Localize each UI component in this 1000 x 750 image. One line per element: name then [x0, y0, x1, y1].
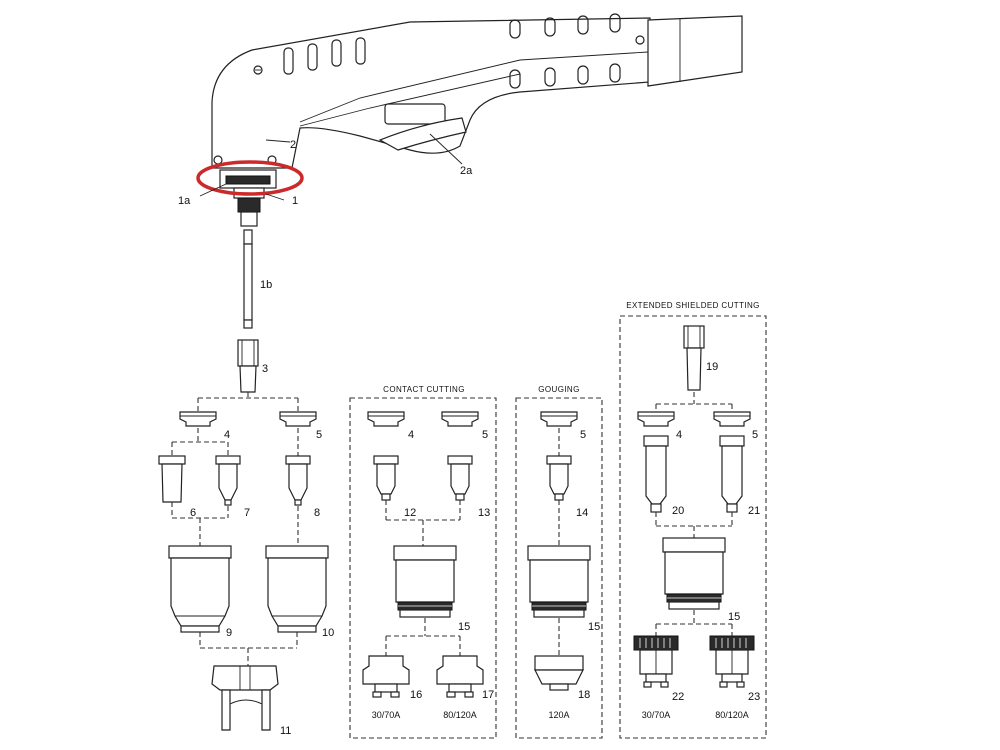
label-2a: 2a: [460, 165, 473, 177]
ext-tip-20: [643, 435, 669, 513]
label-11: 11: [280, 725, 291, 737]
part-labels: 1 1a 1b 2 2a 3 4 5 6 7 8 9 10 11 4 5 12 …: [178, 139, 760, 737]
label-e-4: 4: [676, 429, 682, 441]
extended-shielded-group: [619, 315, 767, 739]
label-18: 18: [578, 689, 590, 701]
ext-tip-21: [719, 435, 745, 513]
gouging-group: [515, 397, 603, 739]
amp-23: 80/120A: [715, 710, 749, 720]
label-e-15: 15: [728, 611, 740, 623]
label-3: 3: [262, 363, 268, 375]
label-13: 13: [478, 507, 490, 519]
leader-lines: [199, 133, 463, 201]
highlight-ring: [196, 160, 304, 196]
label-cc-15: 15: [458, 621, 470, 633]
label-20: 20: [672, 505, 684, 517]
label-10: 10: [322, 627, 334, 639]
label-main-5: 5: [316, 429, 322, 441]
label-g-15: 15: [588, 621, 600, 633]
section-title-extended-shielded: EXTENDED SHIELDED CUTTING: [626, 301, 760, 310]
label-22: 22: [672, 691, 684, 703]
label-1a: 1a: [178, 195, 191, 207]
amp-16: 30/70A: [372, 710, 401, 720]
section-title-gouging: GOUGING: [538, 385, 579, 394]
label-cc-5: 5: [482, 429, 488, 441]
label-1: 1: [292, 195, 298, 207]
label-g-5: 5: [580, 429, 586, 441]
label-23: 23: [748, 691, 760, 703]
label-9: 9: [226, 627, 232, 639]
contact-cutting-group: [349, 397, 497, 739]
torch-body: [211, 13, 743, 169]
label-1b: 1b: [260, 279, 272, 291]
main-assembly: [158, 392, 329, 731]
amp-17: 80/120A: [443, 710, 477, 720]
label-2: 2: [290, 139, 296, 151]
torch-head-part-1: [219, 169, 277, 227]
amperage-labels: 30/70A 80/120A 120A 30/70A 80/120A: [372, 710, 749, 720]
spacer-part-11: [211, 665, 279, 731]
label-6: 6: [190, 507, 196, 519]
amp-22: 30/70A: [642, 710, 671, 720]
electrode-part-3: [237, 339, 259, 393]
label-21: 21: [748, 505, 760, 517]
label-8: 8: [314, 507, 320, 519]
gouging-tip-part-18: [534, 655, 584, 691]
label-17: 17: [482, 689, 494, 701]
label-main-4: 4: [224, 429, 230, 441]
label-19: 19: [706, 361, 718, 373]
label-e-5: 5: [752, 429, 758, 441]
electrode-rod: [243, 229, 253, 329]
section-title-contact-cutting: CONTACT CUTTING: [383, 385, 465, 394]
label-12: 12: [404, 507, 416, 519]
label-7: 7: [244, 507, 250, 519]
amp-18: 120A: [548, 710, 569, 720]
label-14: 14: [576, 507, 588, 519]
electrode-part-19: [683, 325, 705, 391]
label-cc-4: 4: [408, 429, 414, 441]
label-16: 16: [410, 689, 422, 701]
